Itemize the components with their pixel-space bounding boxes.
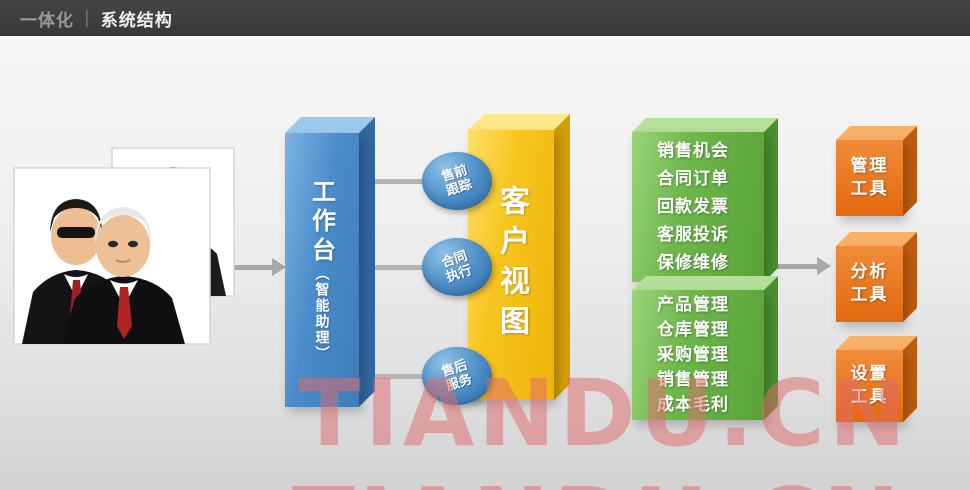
tool-settings-front-face: 设置 工具 (836, 350, 903, 422)
customer-view-title: 客户视图 (494, 185, 529, 345)
stage-presale-label: 售前 跟踪 (440, 163, 474, 200)
business-modules-top-face (632, 118, 778, 132)
header-section-label: 一体化 (20, 10, 74, 31)
header-divider: | (84, 8, 91, 28)
photo-front (13, 167, 211, 345)
workbench-box: 工作台（智能助理） (285, 117, 375, 407)
header-bar: 一体化 | 系统结构 (0, 0, 970, 36)
tool-box-settings: 设置 工具 (836, 336, 917, 422)
module-item: 客服投诉 (657, 225, 729, 245)
module-item: 回款发票 (657, 197, 729, 217)
workbench-front-face: 工作台（智能助理） (285, 133, 359, 407)
stage-contract-label: 合同 执行 (440, 249, 474, 286)
tool-box-analyze: 分析 工具 (836, 232, 917, 322)
tool-manage-line2: 工具 (850, 179, 889, 199)
module-item: 销售管理 (657, 369, 729, 390)
flow-line-left (228, 265, 274, 270)
business-modules-side-face (764, 118, 778, 282)
module-item: 销售机会 (657, 141, 729, 161)
workbench-title: 工作台 (307, 178, 336, 266)
business-modules-box: 销售机会 合同订单 回款发票 客服投诉 保修维修 (632, 118, 778, 282)
flow-arrowhead-right (817, 257, 831, 275)
tool-manage-label: 管理 工具 (851, 155, 889, 201)
tool-analyze-label: 分析 工具 (851, 261, 889, 307)
module-item: 采购管理 (657, 344, 729, 365)
stage-ellipse-aftersale: 售后 服务 (422, 347, 492, 405)
business-people-image (13, 147, 235, 345)
management-modules-list: 产品管理 仓库管理 采购管理 销售管理 成本毛利 (632, 293, 764, 418)
workbench-subtitle: （智能助理） (313, 265, 330, 362)
workbench-side-face (359, 117, 375, 407)
management-modules-side-face (764, 276, 778, 420)
business-modules-front-face: 销售机会 合同订单 回款发票 客服投诉 保修维修 (632, 132, 764, 282)
module-item: 产品管理 (657, 294, 729, 315)
tool-settings-line1: 设置 (850, 364, 889, 384)
page-title: 系统结构 (100, 10, 173, 31)
tool-manage-line1: 管理 (850, 156, 889, 176)
flow-line-right (772, 264, 818, 269)
management-modules-box: 产品管理 仓库管理 采购管理 销售管理 成本毛利 (632, 276, 778, 420)
stage-ellipse-contract: 合同 执行 (422, 238, 492, 296)
tool-box-manage: 管理 工具 (836, 126, 917, 216)
tool-analyze-line2: 工具 (850, 285, 889, 305)
module-item: 合同订单 (657, 169, 729, 189)
tool-settings-line2: 工具 (850, 387, 889, 407)
tool-settings-side-face (903, 336, 917, 422)
tool-analyze-front-face: 分析 工具 (836, 246, 903, 322)
tool-manage-front-face: 管理 工具 (836, 140, 903, 216)
management-modules-front-face: 产品管理 仓库管理 采购管理 销售管理 成本毛利 (632, 290, 764, 420)
tool-manage-side-face (903, 126, 917, 216)
watermark-bottom: TIANDU.CN (292, 468, 904, 490)
module-item: 仓库管理 (657, 319, 729, 340)
module-item: 成本毛利 (657, 394, 729, 415)
tool-analyze-side-face (903, 232, 917, 322)
workbench-label: 工作台（智能助理） (305, 179, 340, 362)
management-modules-top-face (632, 276, 778, 290)
customer-view-side-face (554, 114, 570, 400)
flow-arrowhead-left (272, 258, 286, 276)
stage-aftersale-label: 售后 服务 (440, 358, 474, 395)
module-item: 保修维修 (657, 253, 729, 273)
tool-analyze-line1: 分析 (850, 262, 889, 282)
tool-settings-label: 设置 工具 (851, 363, 889, 409)
stage-ellipse-presale: 售前 跟踪 (422, 152, 492, 210)
business-modules-list: 销售机会 合同订单 回款发票 客服投诉 保修维修 (632, 137, 764, 277)
